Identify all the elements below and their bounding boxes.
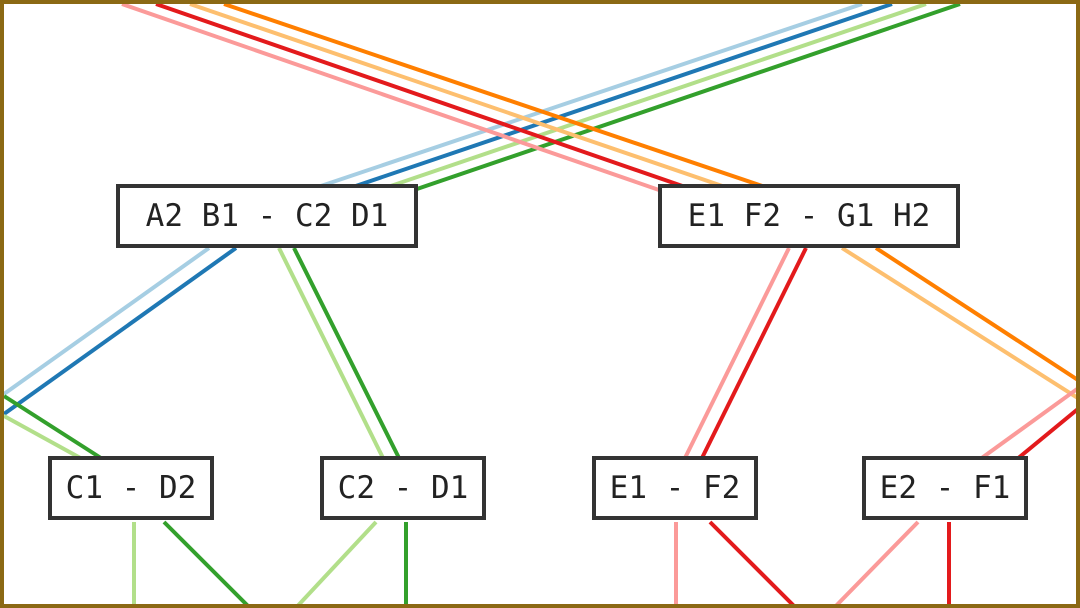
wire-blue-left [4, 246, 238, 416]
wire-light-blue-top [308, 4, 863, 192]
wire-light-green-c2-down [296, 520, 378, 604]
wire-light-orange-right [840, 246, 1076, 400]
node-c2-d1: C2 - D1 [320, 456, 486, 520]
connection-lines [4, 4, 1076, 604]
wire-pink-e2-down [835, 520, 920, 604]
wire-red-mid [699, 247, 808, 461]
wire-green-edge [4, 394, 106, 462]
wire-green-mid [292, 247, 402, 461]
wire-light-green-mid [277, 247, 386, 461]
wire-pink-mid [682, 247, 791, 461]
wire-orange-right [874, 246, 1076, 382]
wire-red-e1-down [708, 520, 795, 604]
wire-pink-top [121, 4, 660, 192]
wire-green-top [413, 4, 961, 192]
wire-light-green-top [378, 4, 927, 192]
wire-blue-top [343, 4, 893, 192]
wire-light-orange-top [189, 4, 735, 192]
node-e1-f2: E1 - F2 [592, 456, 758, 520]
wire-green-c1-down [162, 520, 249, 604]
wire-red-top [155, 4, 695, 192]
wire-pink-edge [977, 387, 1076, 462]
node-e2-f1: E2 - F1 [862, 456, 1028, 520]
node-a2-b1-c2-d1: A2 B1 - C2 D1 [116, 184, 418, 248]
node-c1-d2: C1 - D2 [48, 456, 214, 520]
wire-light-green-edge [4, 414, 85, 462]
wire-orange-top [223, 4, 775, 192]
node-e1-f2-g1-h2: E1 F2 - G1 H2 [658, 184, 960, 248]
wire-light-blue-left [4, 246, 211, 396]
wire-red-edge [1014, 407, 1076, 462]
